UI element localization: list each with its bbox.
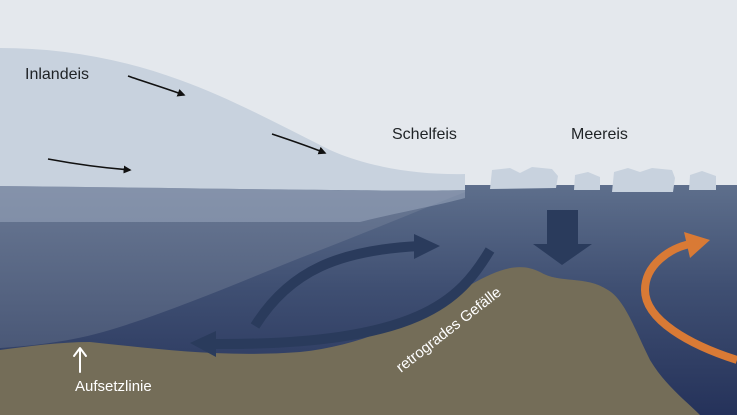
label-grounding-line: Aufsetzlinie xyxy=(75,378,152,395)
sub-ice-cavity xyxy=(0,185,465,348)
ice-shelf xyxy=(0,186,465,222)
label-inland-ice: Inlandeis xyxy=(25,66,89,83)
grounding-line-arrow-icon xyxy=(73,347,87,373)
bedrock xyxy=(0,267,700,415)
label-sea-ice: Meereis xyxy=(571,126,628,143)
ice-flow-arrows xyxy=(47,75,327,174)
ice-flow-arrow-icon xyxy=(271,133,327,155)
inland-ice-sheet xyxy=(0,48,465,191)
circulation-arrows xyxy=(190,234,495,357)
circulation-arrow-icon xyxy=(214,247,495,350)
circulation-arrow-icon xyxy=(250,241,421,329)
label-ice-shelf: Schelfeis xyxy=(392,126,457,143)
sea-ice-floes xyxy=(490,167,716,192)
ice-flow-arrow-icon xyxy=(127,75,186,97)
ice-flow-arrow-icon xyxy=(47,158,132,174)
downwelling-arrow-icon xyxy=(533,210,592,265)
warm-water-arrow-icon xyxy=(640,232,737,364)
